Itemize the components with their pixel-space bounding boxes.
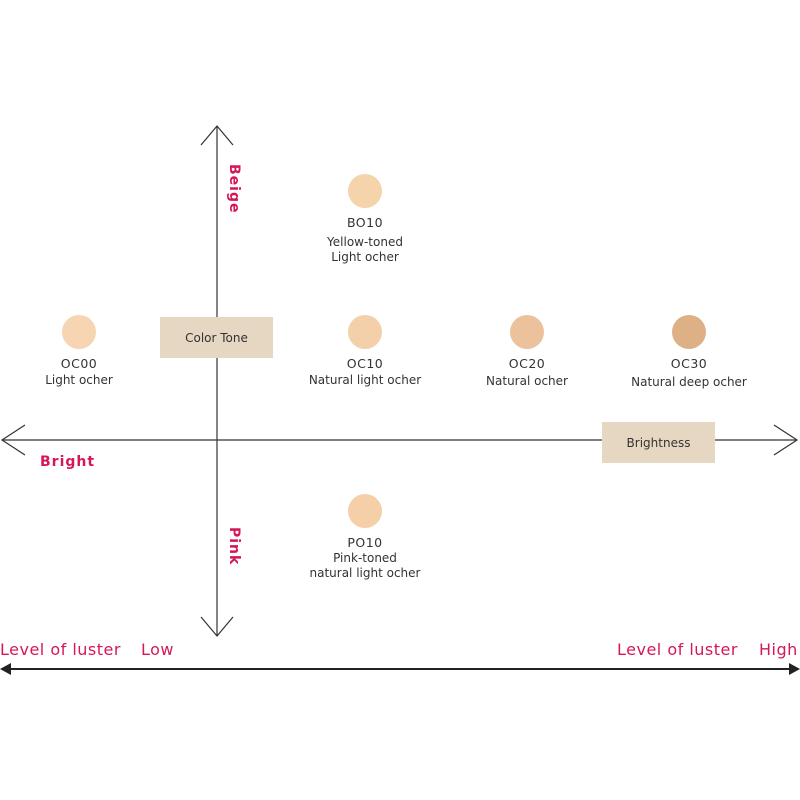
vertical-axis-arrow-bottom (200, 616, 234, 637)
swatch-bo10 (348, 174, 382, 208)
shade-desc-oc20: Natural ocher (486, 374, 568, 388)
horizontal-axis-arrow-right (773, 424, 799, 456)
bright-label: Bright (40, 454, 96, 470)
luster-axis-arrow-left (0, 663, 11, 675)
shade-desc-oc00: Light ocher (45, 373, 113, 387)
swatch-po10 (348, 494, 382, 528)
shade-desc-oc10: Natural light ocher (308, 373, 422, 387)
luster-right-label: Level of luster (617, 640, 738, 659)
shade-desc-bo10-line2: Light ocher (331, 250, 399, 264)
shade-desc-bo10-line1: Yellow-toned (327, 235, 403, 249)
swatch-oc20 (510, 315, 544, 349)
shade-desc-po10-line1: Pink-toned (333, 551, 397, 565)
beige-label: Beige (226, 164, 242, 214)
shade-code-oc00: OC00 (60, 356, 98, 371)
brightness-box: Brightness (602, 422, 715, 463)
swatch-oc10 (348, 315, 382, 349)
vertical-axis-arrow-top (200, 125, 234, 146)
shade-code-bo10: BO10 (346, 215, 384, 230)
shade-code-oc10: OC10 (346, 356, 384, 371)
luster-high-value: High (759, 640, 798, 659)
shade-code-po10: PO10 (347, 535, 383, 550)
swatch-oc00 (62, 315, 96, 349)
shade-code-oc20: OC20 (508, 356, 546, 371)
luster-left-label: Level of luster (0, 640, 121, 659)
horizontal-axis-arrow-left (0, 424, 26, 456)
luster-low-value: Low (141, 640, 175, 659)
shade-desc-oc30: Natural deep ocher (631, 375, 747, 389)
swatch-oc30 (672, 315, 706, 349)
color-tone-box: Color Tone (160, 317, 273, 358)
shade-desc-po10-line2: natural light ocher (309, 566, 421, 580)
shade-code-oc30: OC30 (670, 356, 708, 371)
luster-axis-arrow-right (789, 663, 800, 675)
